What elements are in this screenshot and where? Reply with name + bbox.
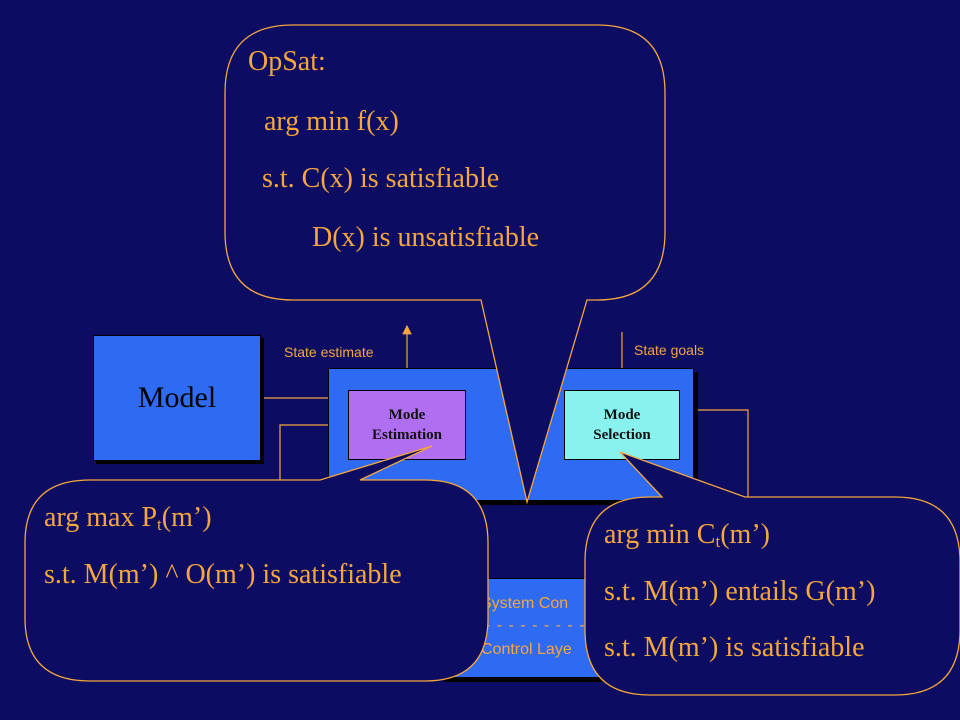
- opsat-objective: arg min f(x): [264, 106, 399, 137]
- selection-callout-bubble: [584, 451, 960, 696]
- mode-selection-line2: Selection: [593, 427, 651, 443]
- mode-selection-line1: Mode: [603, 407, 641, 423]
- system-control-label: System Con: [481, 595, 569, 612]
- estimation-objective: arg max Pt(m’): [44, 502, 212, 537]
- selection-objective-prefix: arg min C: [604, 519, 716, 550]
- estimation-constraint: s.t. M(m’) ^ O(m’) is satisfiable: [44, 559, 402, 590]
- mode-estimation-box: Mode Estimation: [348, 390, 466, 460]
- control-layer-label: Control Laye: [481, 641, 572, 658]
- opsat-callout-bubble: [224, 24, 666, 505]
- selection-objective: arg min Ct(m’): [604, 519, 770, 554]
- mode-estimation-line1: Mode: [388, 407, 426, 423]
- model-label: Model: [137, 381, 217, 414]
- system-control-divider: - - - - - - - - - - - - - -: [485, 617, 609, 634]
- estimation-objective-subscript: t: [157, 515, 162, 534]
- opsat-title: OpSat:: [248, 46, 326, 77]
- selection-output-line: [680, 409, 749, 500]
- estimation-objective-suffix: (m’): [161, 502, 212, 533]
- state-estimate-label: State estimate: [284, 344, 374, 360]
- selection-constraint-satisfiable: s.t. M(m’) is satisfiable: [604, 632, 865, 663]
- selection-constraint-entails: s.t. M(m’) entails G(m’): [604, 576, 876, 607]
- estimation-callout-bubble: [24, 445, 489, 682]
- mode-estimation-line2: Estimation: [371, 427, 442, 443]
- estimation-objective-prefix: arg max P: [44, 502, 158, 533]
- mode-selection-box: Mode Selection: [564, 390, 680, 460]
- selection-objective-subscript: t: [715, 532, 721, 551]
- selection-objective-suffix: (m’): [720, 519, 770, 550]
- observation-feedback-line: [279, 420, 348, 485]
- opsat-constraint-d: D(x) is unsatisfiable: [312, 222, 540, 253]
- model-box: Model: [93, 335, 261, 461]
- state-goals-label: State goals: [634, 342, 705, 358]
- opsat-constraint-c: s.t. C(x) is satisfiable: [262, 163, 500, 194]
